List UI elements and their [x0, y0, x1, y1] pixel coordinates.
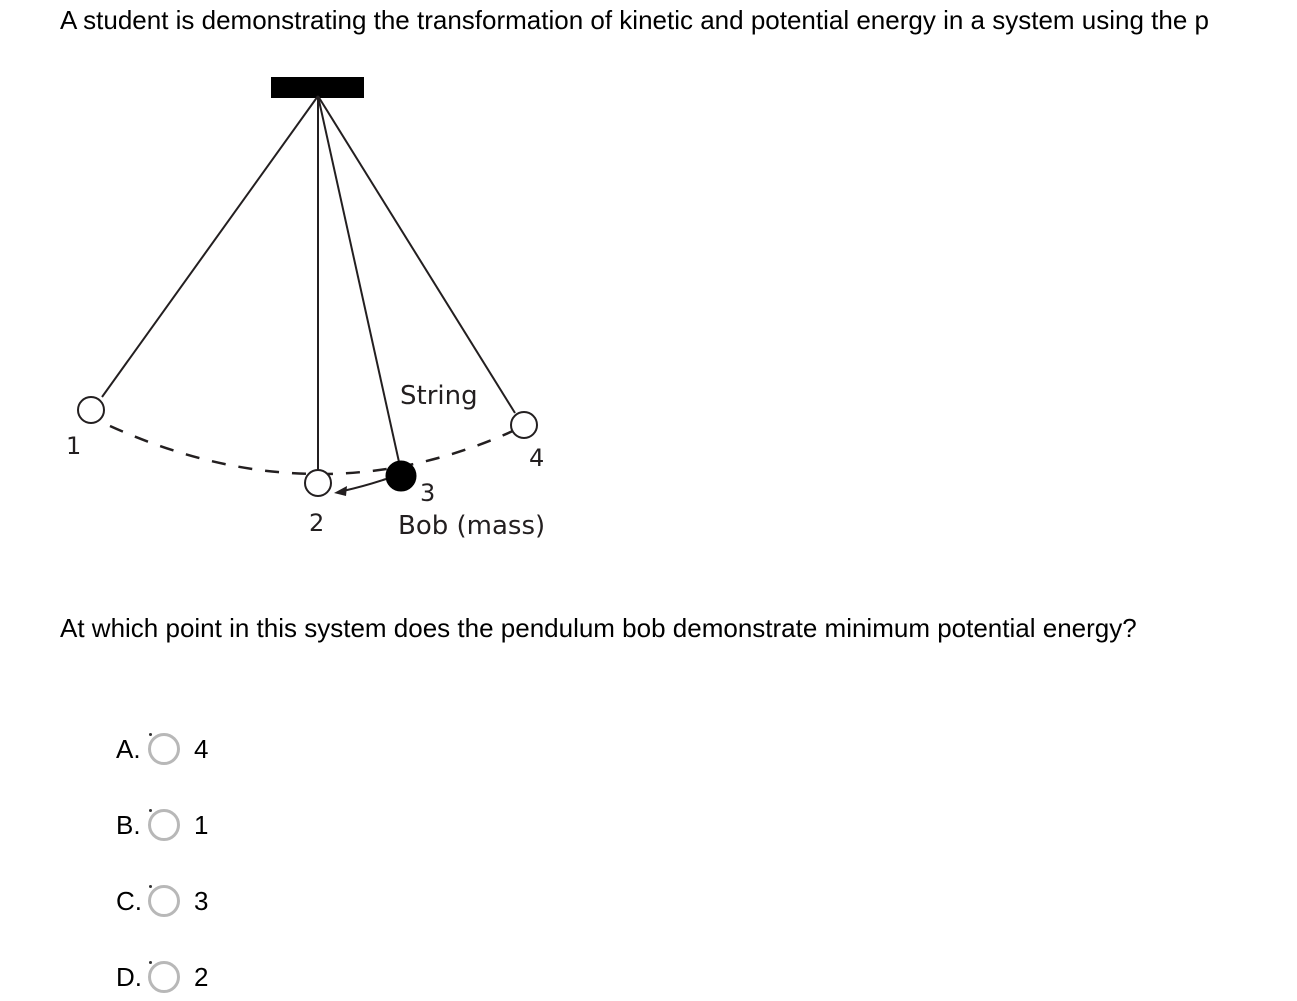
bob-position-1 [77, 396, 105, 424]
pendulum-diagram: 1 2 3 4 String Bob (mass) [66, 77, 545, 541]
bob-position-2 [304, 469, 332, 497]
choice-text: 3 [194, 885, 209, 916]
string-position-3 [317, 95, 400, 463]
answer-choices: A. 4 B. 1 C. 3 D. 2 [116, 727, 208, 1001]
point-label-2: 2 [309, 509, 324, 537]
swing-path [109, 424, 516, 476]
choice-text: 1 [194, 809, 209, 840]
motion-arrow [342, 478, 387, 492]
choice-letter: C. [116, 885, 142, 916]
radio-button[interactable] [148, 733, 180, 765]
radio-button[interactable] [148, 809, 180, 841]
question-intro: A student is demonstrating the transform… [60, 5, 1209, 35]
point-label-1: 1 [66, 432, 81, 460]
radio-button[interactable] [148, 885, 180, 917]
question-prompt: At which point in this system does the p… [60, 613, 1137, 643]
point-label-4: 4 [529, 444, 544, 472]
choice-letter: D. [116, 961, 142, 992]
string-position-4 [317, 95, 516, 414]
string-label: String [400, 381, 478, 411]
bob-label: Bob (mass) [398, 511, 545, 541]
bob-position-3 [385, 460, 417, 492]
choice-d[interactable]: D. 2 [116, 955, 208, 999]
choice-text: 2 [194, 961, 209, 992]
string-position-1 [101, 95, 319, 398]
bob-position-4 [510, 411, 538, 439]
motion-arrowhead [334, 486, 347, 496]
choice-letter: A. [116, 733, 141, 764]
choice-b[interactable]: B. 1 [116, 803, 208, 847]
choice-text: 4 [194, 733, 209, 764]
radio-button[interactable] [148, 961, 180, 993]
pendulum-support [271, 77, 364, 98]
point-label-3: 3 [420, 479, 435, 507]
choice-c[interactable]: C. 3 [116, 879, 208, 923]
choice-letter: B. [116, 809, 141, 840]
choice-a[interactable]: A. 4 [116, 727, 208, 771]
